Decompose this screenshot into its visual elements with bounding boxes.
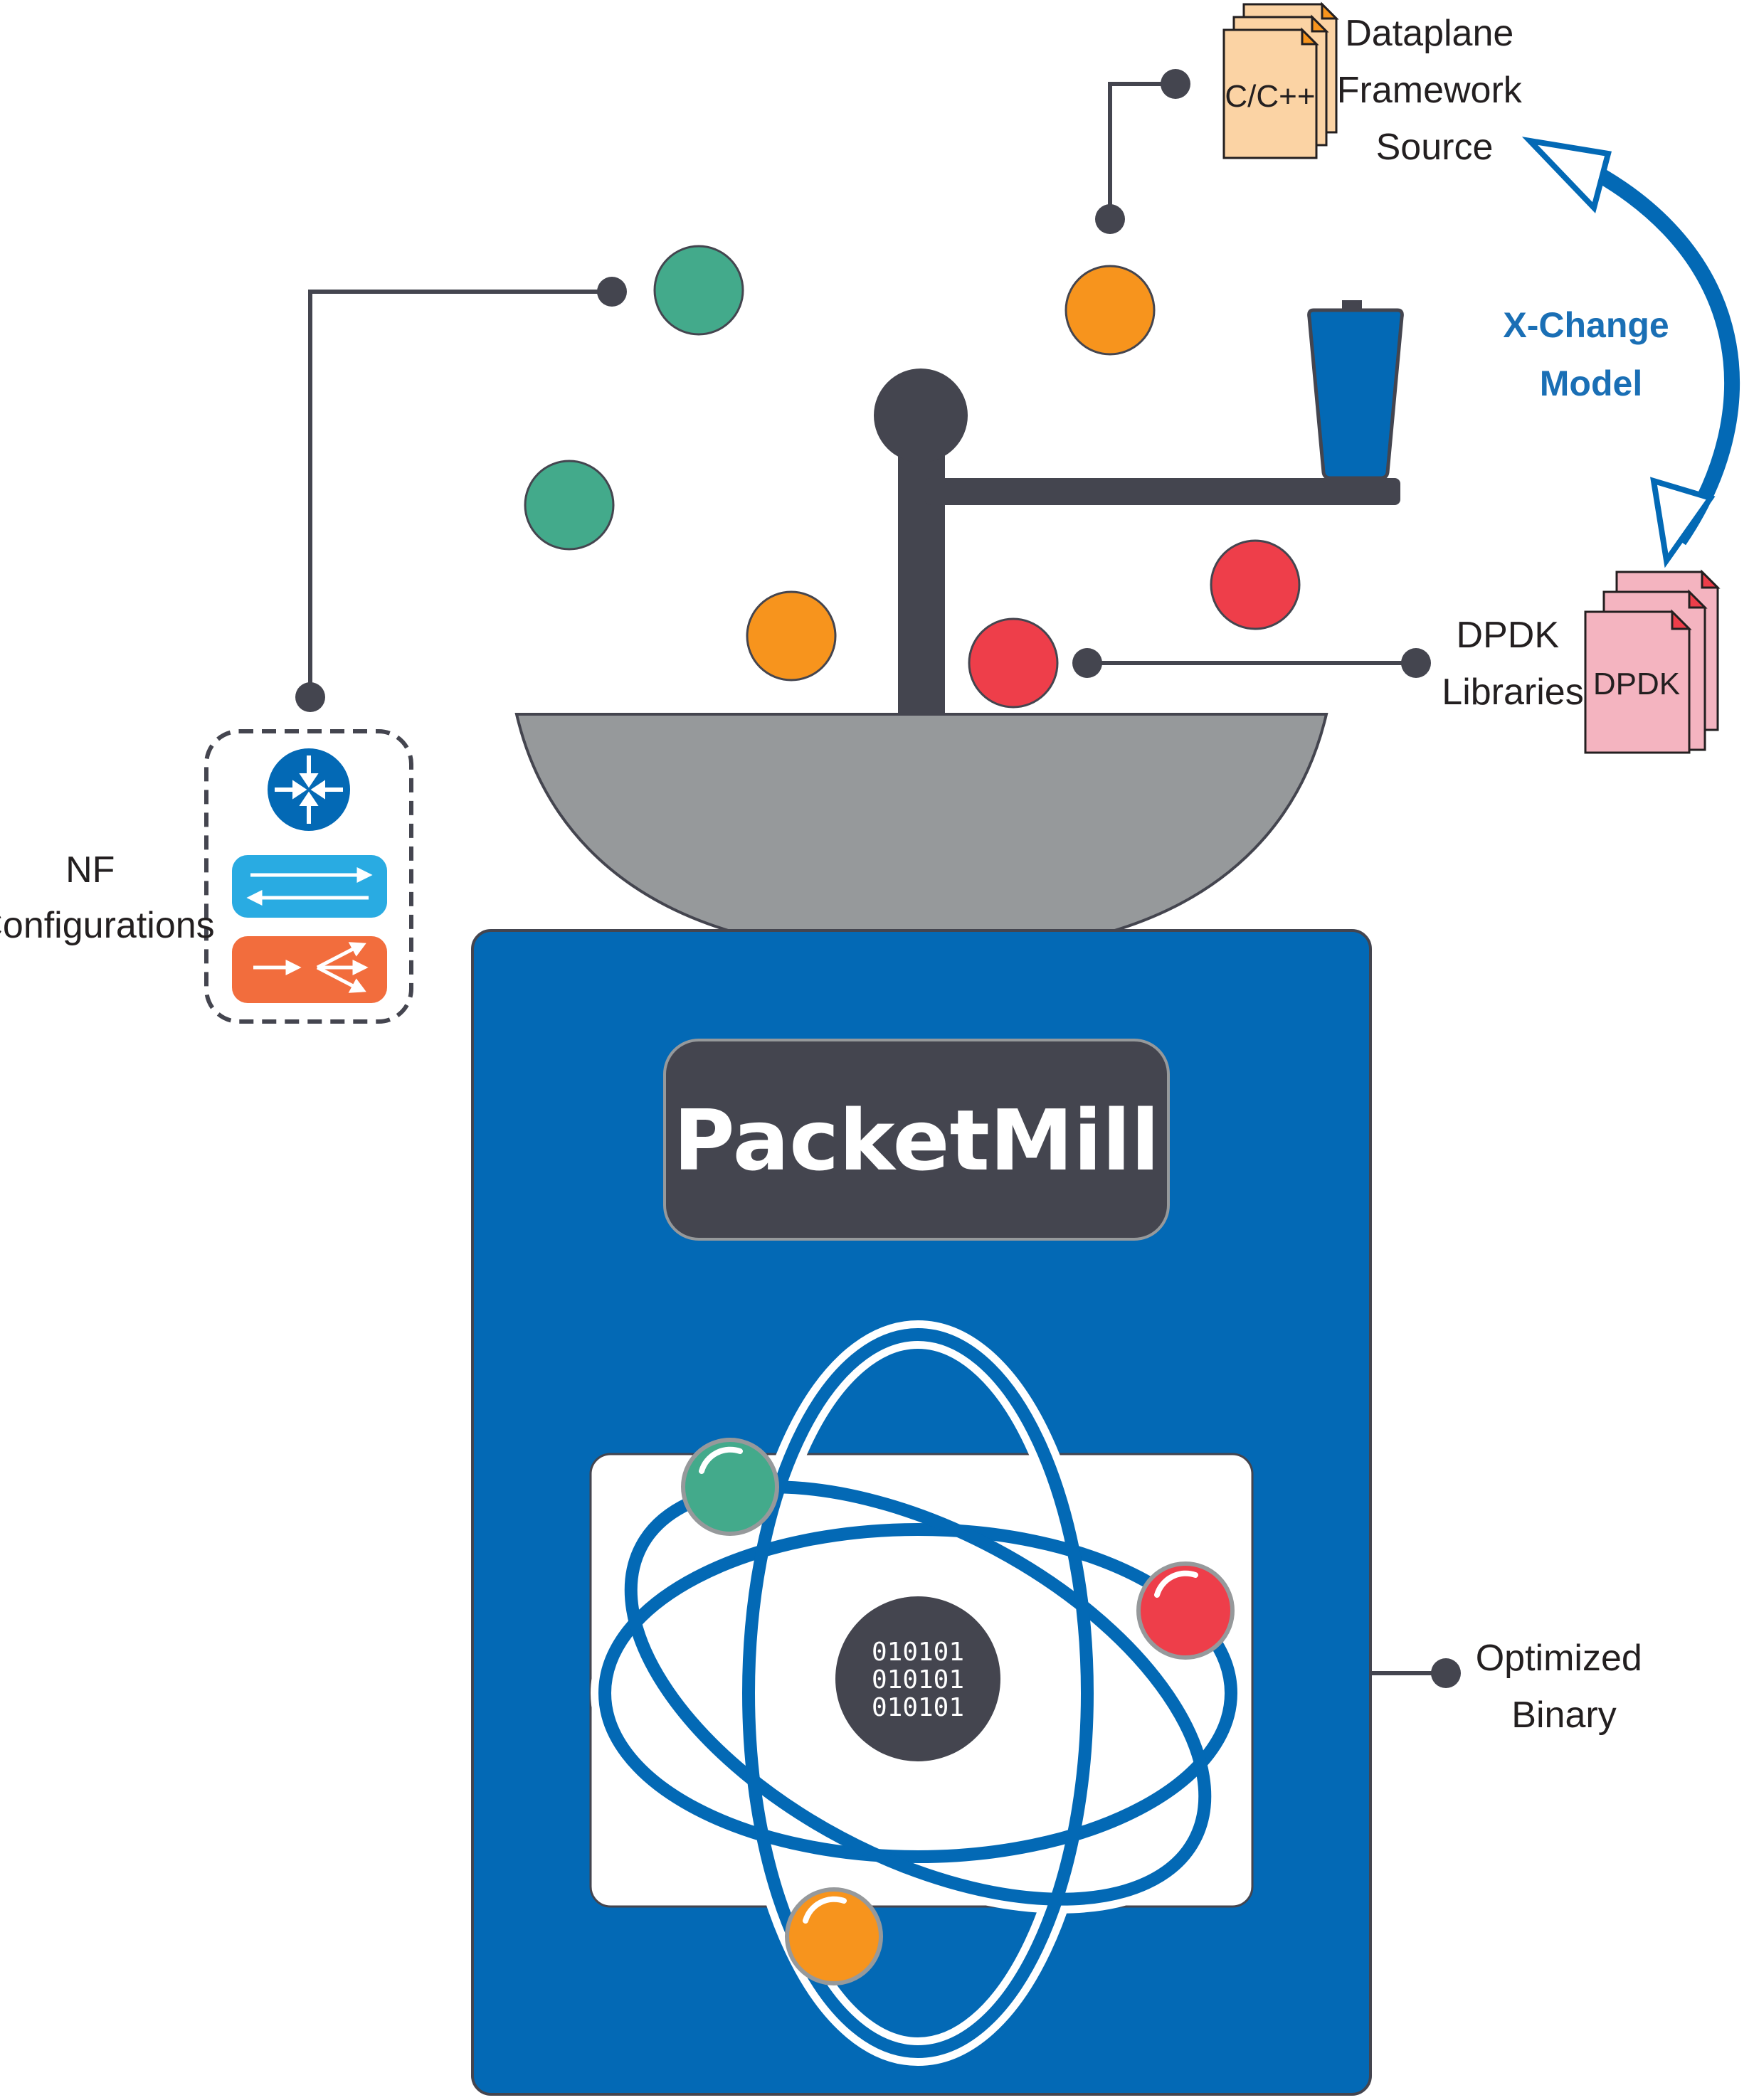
- connector-dot: [1161, 69, 1190, 99]
- nf-configurations-label-line: NF: [65, 849, 115, 891]
- orange-ball: [1064, 265, 1156, 356]
- dpdk-libraries-label-line: Libraries: [1442, 672, 1583, 713]
- router-icon: [268, 748, 350, 831]
- green-electron: [681, 1438, 779, 1536]
- dpdk-documents: [1584, 569, 1721, 754]
- binary-line: 010101: [872, 1665, 964, 1695]
- connector-dot: [1431, 1658, 1461, 1688]
- red-ball: [968, 617, 1059, 709]
- xchange-arrow: [1548, 143, 1740, 546]
- binary-line: 010101: [872, 1638, 964, 1667]
- nf-configurations-label: NF Configurations: [0, 849, 215, 946]
- page-title: PacketMill: [673, 1091, 1159, 1189]
- optimized-binary-label: Optimized Binary: [1476, 1638, 1653, 1736]
- crank-knob: [874, 368, 968, 462]
- binary-nucleus: [835, 1596, 1000, 1761]
- crank-shaft: [898, 413, 945, 726]
- crank-arm: [925, 478, 1400, 505]
- connector-nf: [308, 290, 612, 697]
- xchange-label: X-Change Model: [1503, 305, 1679, 403]
- source-doc-label: C/C++: [1225, 79, 1315, 114]
- grinder-bowl: [514, 713, 1328, 933]
- dataplane-label-line: Source: [1376, 127, 1494, 168]
- red-electron: [1136, 1561, 1235, 1660]
- dataplane-label-line: Dataplane: [1345, 13, 1513, 54]
- dataplane-label: Dataplane Framework Source: [1337, 13, 1532, 168]
- connector-dot: [1401, 648, 1431, 678]
- connector-dot: [1095, 204, 1125, 234]
- electron-highlights: [699, 1446, 1198, 1924]
- xchange-label-line: X-Change: [1503, 305, 1669, 345]
- atom-orbits: [591, 1320, 1245, 2066]
- dataplane-label-line: Framework: [1337, 70, 1523, 111]
- switch-icon: [232, 855, 387, 918]
- green-ball: [653, 245, 744, 336]
- green-ball: [524, 460, 615, 551]
- nf-configurations-label-line: Configurations: [0, 905, 215, 946]
- binary-line: 010101: [872, 1693, 964, 1722]
- xchange-arrowhead-bottom: [1650, 477, 1716, 568]
- connector-dot: [1072, 648, 1102, 678]
- ingredient-balls: [524, 245, 1301, 709]
- title-plate: [663, 1039, 1170, 1241]
- orange-electron: [785, 1887, 883, 1985]
- source-documents: [1222, 1, 1339, 159]
- connector-dots: [295, 69, 1461, 1688]
- xchange-label-line: Model: [1540, 364, 1642, 403]
- load-balancer-icon: [232, 936, 387, 1003]
- grinder-crank: [874, 300, 1404, 726]
- dpdk-libraries-label: DPDK Libraries: [1442, 615, 1583, 713]
- red-ball: [1210, 539, 1301, 630]
- optimized-binary-label-line: Binary: [1511, 1695, 1616, 1736]
- optimized-binary-label-line: Optimized: [1476, 1638, 1642, 1679]
- dpdk-doc-label: DPDK: [1593, 667, 1680, 701]
- connector-source: [1108, 82, 1176, 219]
- xchange-arrowhead-top: [1521, 137, 1612, 213]
- orange-ball: [746, 590, 837, 682]
- connector-dot: [597, 277, 627, 307]
- dpdk-libraries-label-line: DPDK: [1457, 615, 1560, 656]
- connector-dot: [295, 682, 325, 712]
- nf-config-box: [204, 729, 413, 1024]
- crank-handle: [1307, 308, 1404, 480]
